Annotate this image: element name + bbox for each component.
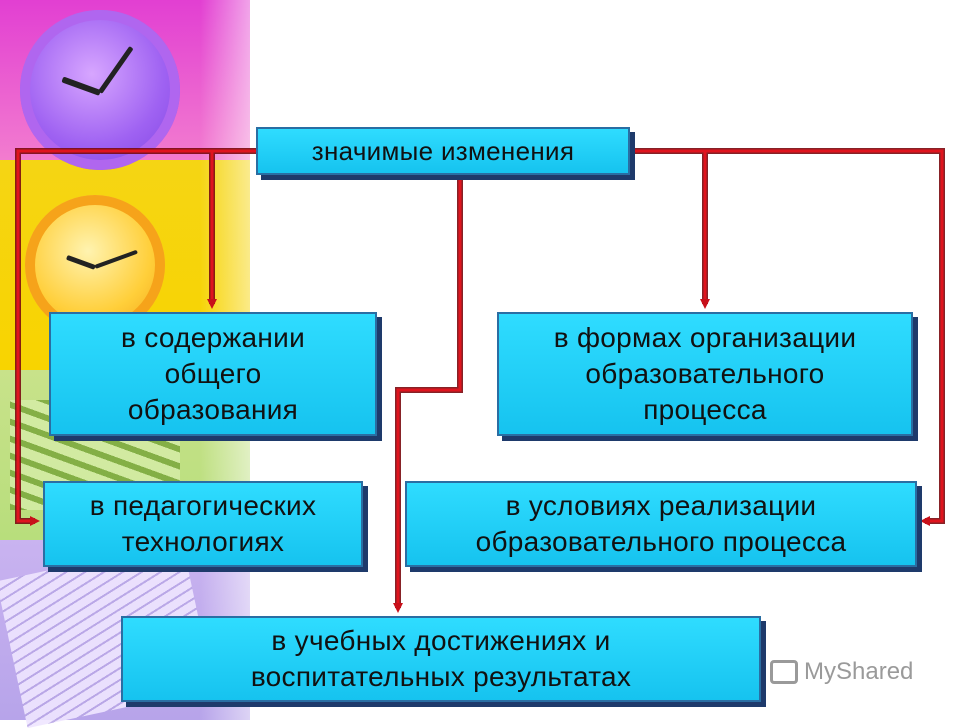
watermark-text: MyShared — [804, 658, 914, 685]
connector-to-technologies — [16, 149, 256, 526]
connector-to-conditions — [630, 149, 944, 526]
myshared-logo-icon — [770, 660, 798, 684]
node-technologies-label: в педагогических технологиях — [89, 490, 317, 557]
connector-to-results — [393, 177, 462, 613]
clock-image-purple — [20, 10, 180, 170]
clock-image-orange — [25, 195, 165, 335]
root-node-label: значимые изменения — [311, 136, 575, 166]
node-results: в учебных достижениях и воспитательных р… — [121, 616, 761, 702]
node-forms-label: в формах организации образовательного пр… — [553, 322, 857, 425]
node-conditions-label: в условиях реализации образовательного п… — [475, 490, 847, 557]
node-content-label: в содержании общего образования — [120, 322, 306, 425]
connector-to-content — [207, 149, 256, 309]
node-technologies: в педагогических технологиях — [43, 481, 363, 567]
node-results-label: в учебных достижениях и воспитательных р… — [250, 625, 632, 692]
node-conditions: в условиях реализации образовательного п… — [405, 481, 917, 567]
node-content: в содержании общего образования — [49, 312, 377, 436]
watermark: MyShared — [770, 658, 913, 686]
connector-to-forms — [630, 149, 710, 309]
root-node: значимые изменения — [256, 127, 630, 175]
node-forms: в формах организации образовательного пр… — [497, 312, 913, 436]
